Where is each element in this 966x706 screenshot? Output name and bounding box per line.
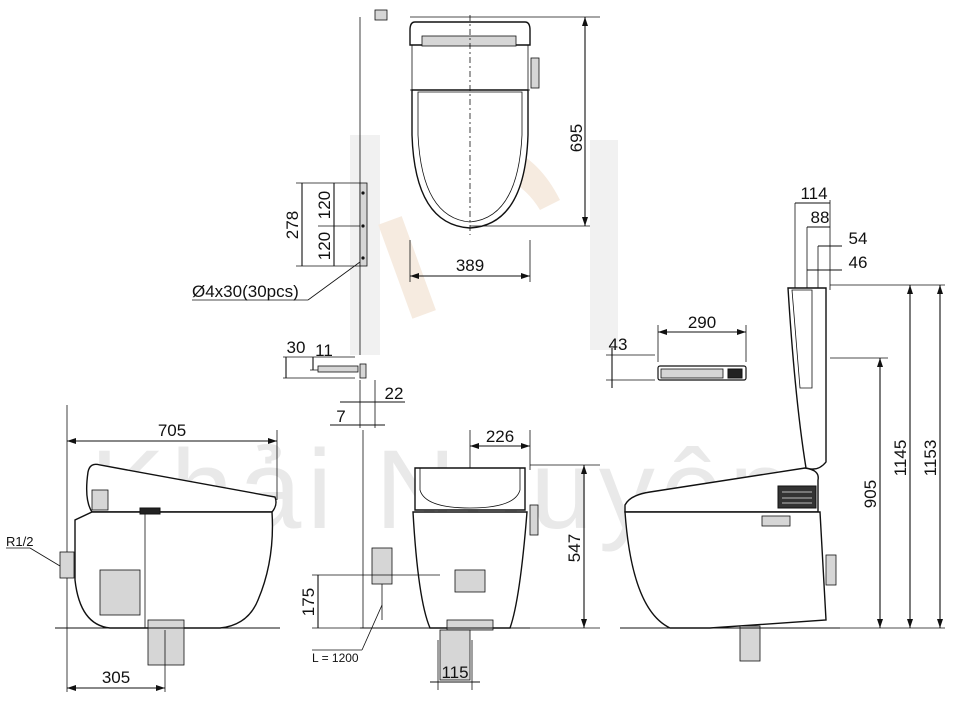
- dim-half-width-226: 226: [486, 427, 514, 446]
- dim-seat-905: 905: [861, 480, 880, 508]
- remote-mount: 30 11 22 7: [283, 338, 405, 428]
- dim-lid-114: 114: [800, 184, 827, 203]
- dim-outlet-115: 115: [441, 663, 468, 682]
- dim-depth-695: 695: [567, 124, 586, 152]
- dim-top-46: 46: [849, 253, 868, 272]
- dim-mount-7: 7: [336, 407, 345, 426]
- dim-mount-22: 22: [385, 384, 404, 403]
- dim-length-705: 705: [158, 421, 186, 440]
- dim-mount-30: 30: [287, 338, 306, 357]
- hose-length: L = 1200: [312, 651, 359, 665]
- dim-lid-1145: 1145: [891, 440, 910, 477]
- supply-label: R1/2: [6, 534, 33, 549]
- dim-bracket-lower-120: 120: [315, 232, 334, 260]
- screw-note: Ø4x30(30pcs): [192, 282, 299, 301]
- dim-total-1153: 1153: [921, 440, 940, 477]
- wall-bracket: 278 120 120 Ø4x30(30pcs): [192, 182, 368, 301]
- dim-remote-290: 290: [688, 313, 716, 332]
- dim-width-389: 389: [456, 256, 484, 275]
- dim-height-547: 547: [565, 534, 584, 562]
- top-view: 695 389: [359, 9, 600, 355]
- side-view-left: 705 R1/2 305: [6, 405, 280, 692]
- dim-bracket-upper-120: 120: [315, 191, 334, 219]
- dim-top-54: 54: [849, 229, 868, 248]
- front-view: 226 L = 1200 547 175 115: [299, 427, 600, 690]
- dim-lid-88: 88: [811, 208, 830, 227]
- dim-remote-43: 43: [609, 335, 628, 354]
- dim-bracket-278: 278: [283, 211, 302, 239]
- dim-rough-in-305: 305: [102, 668, 130, 687]
- remote-control: 290 43: [606, 313, 747, 388]
- dim-mount-11: 11: [315, 341, 333, 360]
- dim-supply-175: 175: [299, 588, 318, 616]
- side-view-right: 114 88 54 46 905 1145 1153: [620, 184, 945, 662]
